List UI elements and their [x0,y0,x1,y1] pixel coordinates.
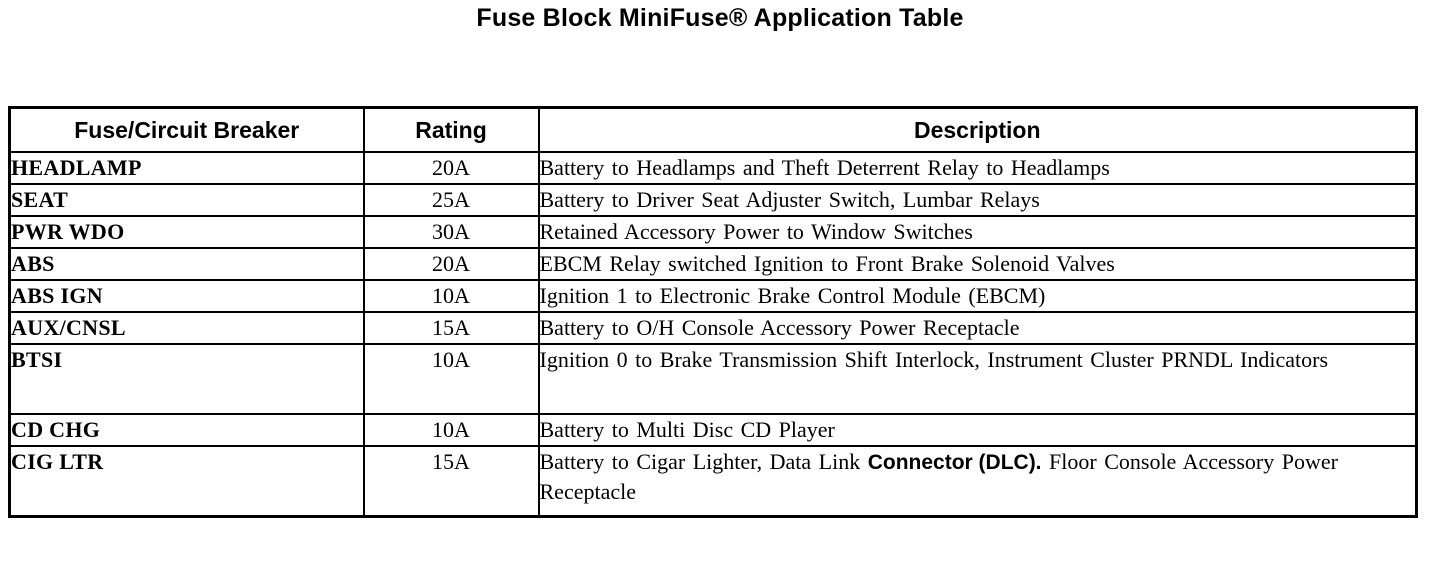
description-emphasis: Connector (DLC). [867,451,1042,474]
cell-description: Ignition 1 to Electronic Brake Control M… [537,279,1418,313]
cell-rating: 15A [362,311,540,345]
cell-description: Ignition 0 to Brake Transmission Shift I… [537,343,1418,415]
table-header-row: Fuse/Circuit Breaker Rating Description [8,106,1418,153]
cell-rating: 10A [362,279,540,313]
cell-description: EBCM Relay switched Ignition to Front Br… [537,247,1418,281]
cell-fuse-name: BTSI [8,343,365,415]
cell-rating: 10A [362,413,540,447]
cell-description: Battery to Multi Disc CD Player [537,413,1418,447]
column-header-fuse-circuit-breaker: Fuse/Circuit Breaker [8,106,365,153]
fuse-application-table-container: Fuse/Circuit Breaker Rating Description … [8,106,1418,518]
description-text: Floor Console Accessory Power Receptacle [539,449,1338,504]
cell-fuse-name: SEAT [8,183,365,217]
description-text: Battery to Cigar Lighter, Data Link [539,449,868,474]
cell-fuse-name: CIG LTR [8,445,365,518]
cell-rating: 15A [362,445,540,518]
cell-rating: 10A [362,343,540,415]
cell-fuse-name: AUX/CNSL [8,311,365,345]
cell-fuse-name: ABS IGN [8,279,365,313]
column-header-description: Description [537,106,1418,153]
cell-description: Battery to Driver Seat Adjuster Switch, … [537,183,1418,217]
cell-fuse-name: ABS [8,247,365,281]
fuse-application-table: Fuse/Circuit Breaker Rating Description … [8,106,1418,518]
cell-description: Battery to O/H Console Accessory Power R… [537,311,1418,345]
cell-rating: 20A [362,151,540,185]
cell-rating: 20A [362,247,540,281]
cell-rating: 30A [362,215,540,249]
cell-fuse-name: HEADLAMP [8,151,365,185]
page-title: Fuse Block MiniFuse® Application Table [476,4,964,32]
table-header: Fuse/Circuit Breaker Rating Description [8,106,1418,153]
cell-description: Retained Accessory Power to Window Switc… [537,215,1418,249]
column-header-rating: Rating [362,106,540,153]
cell-fuse-name: CD CHG [8,413,365,447]
cell-fuse-name: PWR WDO [8,215,365,249]
cell-description: Battery to Cigar Lighter, Data Link Conn… [537,445,1418,518]
cell-description: Battery to Headlamps and Theft Deterrent… [537,151,1418,185]
cell-rating: 25A [362,183,540,217]
